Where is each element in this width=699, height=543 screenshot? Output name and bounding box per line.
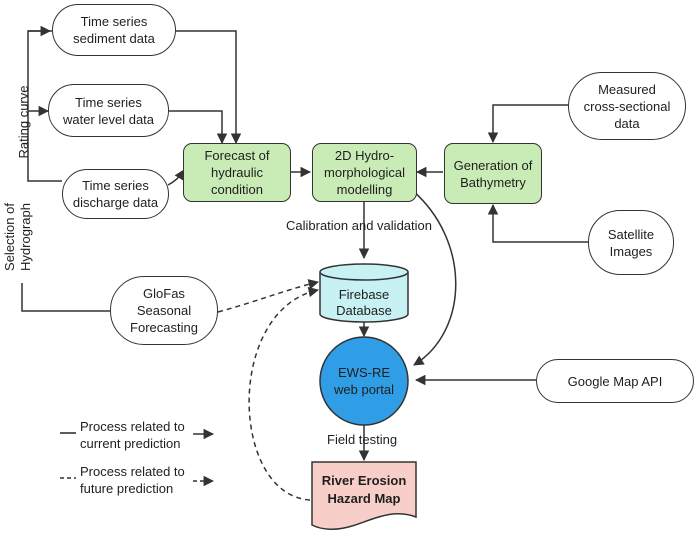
arrow-waterlevel-to-forecast [169,110,228,145]
firebase-database-label: Firebase Database [336,287,392,318]
node-generation-of-bathymetry: Generation of Bathymetry [444,143,542,204]
hazard-map-shape [311,461,417,530]
node-glofas-forecasting: GloFas Seasonal Forecasting [110,276,218,345]
node-2d-hydro-morphological-modelling: 2D Hydro- morphological modelling [312,143,417,202]
node-google-map-api: Google Map API [536,359,694,403]
arrow-measured-to-bathymetry [487,104,568,144]
arrow-satellite-to-bathymetry [487,203,588,243]
node-sediment-data: Time series sediment data [52,4,176,56]
arrow-discharge-to-forecast [167,169,185,186]
node-satellite-images: Satellite Images [588,210,674,275]
dashed-arrow-glofas-to-firebase [217,279,320,313]
hazard-map-label: River Erosion Hazard Map [321,473,407,506]
connector-selection-hydrograph [21,283,110,312]
dashed-arrow-hazard-to-firebase [248,286,320,501]
node-water-level-data: Time series water level data [48,84,169,137]
rating-curve-label: Rating curve [16,85,31,159]
firebase-database-shape [319,263,409,323]
ews-web-portal-shape [319,336,409,426]
legend-future-prediction: Process related to future prediction [80,464,185,496]
selection-of-hydrograph-label: Selection of Hydrograph [2,203,33,271]
node-discharge-data: Time series discharge data [62,169,169,219]
node-measured-cross-sectional-data: Measured cross-sectional data [568,72,686,140]
arrow-modelling-to-ews [411,189,457,366]
legend-current-prediction: Process related to current prediction [80,419,185,451]
node-forecast-hydraulic-condition: Forecast of hydraulic condition [183,143,291,202]
calibration-validation-label: Calibration and validation [286,218,432,233]
ews-web-portal-label: EWS-RE web portal [334,365,394,397]
field-testing-label: Field testing [327,432,398,447]
arrow-sediment-to-forecast [176,30,242,145]
